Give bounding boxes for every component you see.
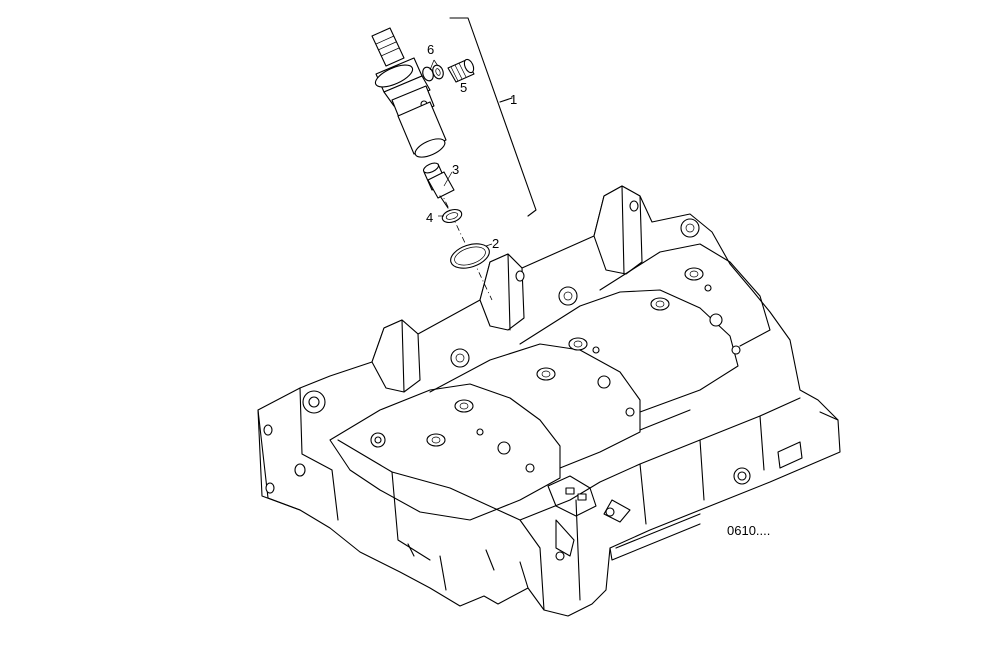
figure-code: 0610.... xyxy=(727,523,770,538)
callout-2: 2 xyxy=(492,236,499,251)
injector-body xyxy=(371,27,447,158)
o-ring xyxy=(450,243,490,269)
callout-4: 4 xyxy=(426,210,433,225)
callout-6: 6 xyxy=(427,42,434,57)
group-bracket xyxy=(449,17,537,217)
cylinder-head xyxy=(257,185,841,617)
o-ring-pair xyxy=(422,64,444,82)
callout-3: 3 xyxy=(452,162,459,177)
callout-5: 5 xyxy=(460,80,467,95)
callout-1: 1 xyxy=(510,92,517,107)
sealing-washer xyxy=(441,208,463,224)
screw-fitting xyxy=(447,58,475,83)
injector-assembly xyxy=(371,17,537,301)
nozzle xyxy=(422,162,455,209)
